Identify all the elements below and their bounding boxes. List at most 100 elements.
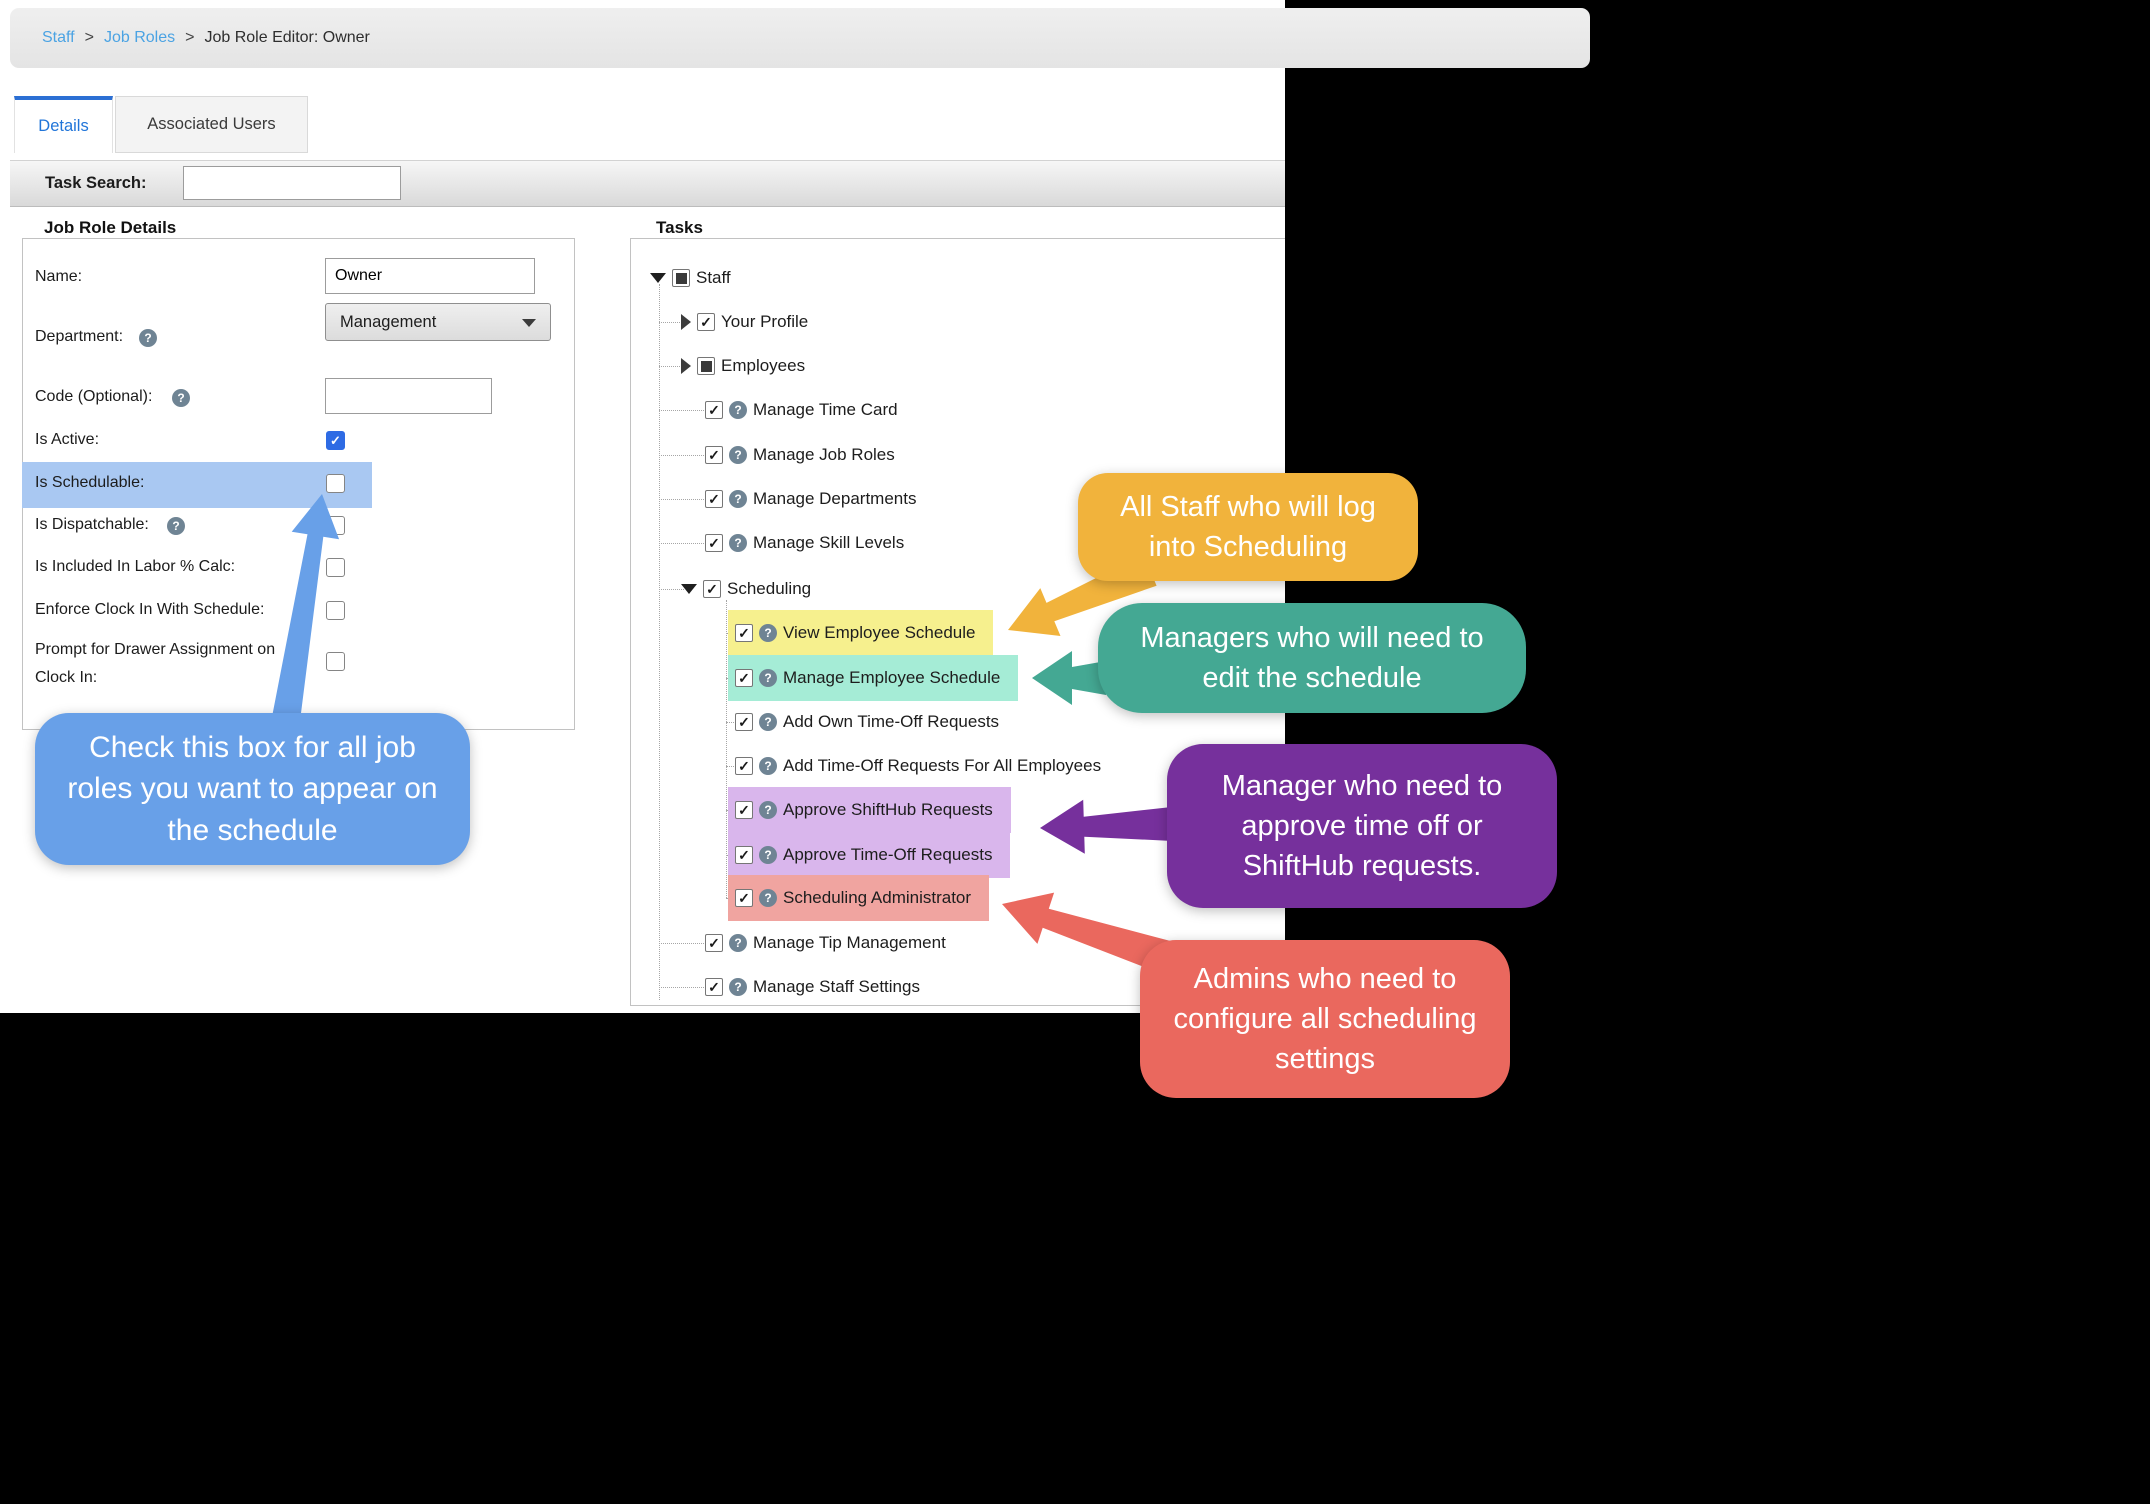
task-row-content: ✓?Manage Tip Management xyxy=(698,920,964,966)
task-checkbox-manage-time-card[interactable]: ✓ xyxy=(705,401,723,419)
help-icon[interactable]: ? xyxy=(759,757,777,775)
code-input[interactable] xyxy=(325,378,492,414)
breadcrumb-link-job-roles[interactable]: Job Roles xyxy=(103,29,176,46)
task-checkbox-approve-time-off-requests[interactable]: ✓ xyxy=(735,846,753,864)
help-icon[interactable]: ? xyxy=(759,846,777,864)
check-icon: ✓ xyxy=(738,669,750,686)
task-row-content: Staff xyxy=(665,255,749,301)
labor-calc-label: Is Included In Labor % Calc: xyxy=(35,558,236,575)
task-checkbox-manage-tip-management[interactable]: ✓ xyxy=(705,934,723,952)
task-checkbox-manage-skill-levels[interactable]: ✓ xyxy=(705,534,723,552)
breadcrumb-separator: > xyxy=(185,29,195,46)
task-checkbox-approve-shifthub-requests[interactable]: ✓ xyxy=(735,801,753,819)
task-checkbox-view-employee-schedule[interactable]: ✓ xyxy=(735,624,753,642)
task-checkbox-employees[interactable] xyxy=(697,357,715,375)
tree-connector xyxy=(726,600,727,898)
tree-connector xyxy=(659,284,660,1000)
help-icon[interactable]: ? xyxy=(729,401,747,419)
tab-associated-users[interactable]: Associated Users xyxy=(115,96,308,153)
task-checkbox-scheduling-administrator[interactable]: ✓ xyxy=(735,889,753,907)
task-checkbox-manage-staff-settings[interactable]: ✓ xyxy=(705,978,723,996)
task-tree-row-scheduling-administrator: ✓?Scheduling Administrator xyxy=(728,875,990,921)
task-label: Add Time-Off Requests For All Employees xyxy=(783,756,1102,775)
job-role-details-legend: Job Role Details xyxy=(36,218,185,238)
task-tree-row-add-time-off-requests-for-all-employees: ✓? Add Time-Off Requests For All Employee… xyxy=(735,744,1119,788)
help-icon[interactable]: ? xyxy=(729,490,747,508)
check-icon: ✓ xyxy=(708,446,720,463)
help-icon[interactable]: ? xyxy=(729,446,747,464)
task-label: Approve Time-Off Requests xyxy=(783,845,993,864)
labor-calc-checkbox[interactable] xyxy=(326,558,345,577)
help-icon[interactable]: ? xyxy=(729,534,747,552)
task-label: Manage Employee Schedule xyxy=(783,668,1001,687)
task-tree-row-employees: Employees xyxy=(681,344,823,388)
task-label: Manage Skill Levels xyxy=(753,533,905,552)
task-checkbox-your-profile[interactable]: ✓ xyxy=(697,313,715,331)
is-active-label: Is Active: xyxy=(35,431,100,448)
task-row-content: ✓?Manage Job Roles xyxy=(698,432,913,478)
check-icon: ✓ xyxy=(706,580,718,597)
task-row-content: ✓?Manage Departments xyxy=(698,476,934,522)
task-row-content: ✓?Approve ShiftHub Requests xyxy=(728,787,1011,833)
breadcrumb-link-staff[interactable]: Staff xyxy=(42,29,75,46)
code-label: Code (Optional): xyxy=(35,388,153,405)
is-active-checkbox[interactable]: ✓ xyxy=(326,431,345,450)
task-row-content: ✓?Manage Staff Settings xyxy=(698,964,938,1010)
task-checkbox-manage-departments[interactable]: ✓ xyxy=(705,490,723,508)
help-icon[interactable]: ? xyxy=(759,889,777,907)
enforce-clock-in-checkbox[interactable] xyxy=(326,601,345,620)
check-icon: ✓ xyxy=(708,534,720,551)
task-label: View Employee Schedule xyxy=(783,623,976,642)
task-tree-row-approve-shifthub-requests: ✓?Approve ShiftHub Requests xyxy=(728,787,1011,833)
enforce-clock-in-label: Enforce Clock In With Schedule: xyxy=(35,601,265,618)
task-tree-row-staff: Staff xyxy=(650,256,749,300)
is-dispatchable-label: Is Dispatchable: xyxy=(35,516,149,533)
tasks-panel xyxy=(630,238,1285,1006)
is-dispatchable-checkbox[interactable] xyxy=(326,516,345,535)
name-input[interactable] xyxy=(325,258,535,294)
help-icon[interactable]: ? xyxy=(729,934,747,952)
collapse-icon[interactable] xyxy=(650,273,666,283)
task-label: Employees xyxy=(721,356,806,375)
help-icon[interactable]: ? xyxy=(759,713,777,731)
task-checkbox-scheduling[interactable]: ✓ xyxy=(703,580,721,598)
task-tree-row-approve-time-off-requests: ✓? Approve Time-Off Requests xyxy=(728,832,1011,878)
tree-connector xyxy=(659,543,708,544)
expand-icon[interactable] xyxy=(681,314,691,330)
collapse-icon[interactable] xyxy=(681,584,697,594)
task-search-bar: Task Search: xyxy=(10,160,1285,207)
help-icon[interactable]: ? xyxy=(167,517,185,535)
drawer-assignment-checkbox[interactable] xyxy=(326,652,345,671)
tree-connector xyxy=(659,987,708,988)
task-search-label: Task Search: xyxy=(45,174,147,192)
task-checkbox-staff[interactable] xyxy=(672,269,690,287)
check-icon: ✓ xyxy=(738,757,750,774)
check-icon: ✓ xyxy=(708,490,720,507)
is-schedulable-checkbox[interactable] xyxy=(326,474,345,493)
tree-connector xyxy=(659,410,708,411)
help-icon[interactable]: ? xyxy=(729,978,747,996)
tab-details[interactable]: Details xyxy=(14,96,113,153)
help-icon[interactable]: ? xyxy=(759,801,777,819)
department-select[interactable]: Management xyxy=(325,303,551,341)
task-checkbox-manage-employee-schedule[interactable]: ✓ xyxy=(735,669,753,687)
task-label: Staff xyxy=(696,268,731,287)
drawer-assignment-label: Prompt for Drawer Assignment on Clock In… xyxy=(35,641,276,686)
tree-connector xyxy=(659,499,708,500)
task-checkbox-add-own-time-off-requests[interactable]: ✓ xyxy=(735,713,753,731)
help-icon[interactable]: ? xyxy=(759,624,777,642)
name-label: Name: xyxy=(35,268,83,285)
callout-schedulable: Check this box for all job roles you wan… xyxy=(35,713,470,865)
task-checkbox-manage-job-roles[interactable]: ✓ xyxy=(705,446,723,464)
department-select-value: Management xyxy=(340,312,437,331)
task-row-content: ✓Your Profile xyxy=(690,299,826,345)
expand-icon[interactable] xyxy=(681,358,691,374)
help-icon[interactable]: ? xyxy=(759,669,777,687)
help-icon[interactable]: ? xyxy=(172,389,190,407)
help-icon[interactable]: ? xyxy=(139,329,157,347)
check-icon: ✓ xyxy=(738,801,750,818)
task-search-input[interactable] xyxy=(183,166,401,200)
check-icon: ✓ xyxy=(738,624,750,641)
task-checkbox-add-time-off-requests-for-all-employees[interactable]: ✓ xyxy=(735,757,753,775)
